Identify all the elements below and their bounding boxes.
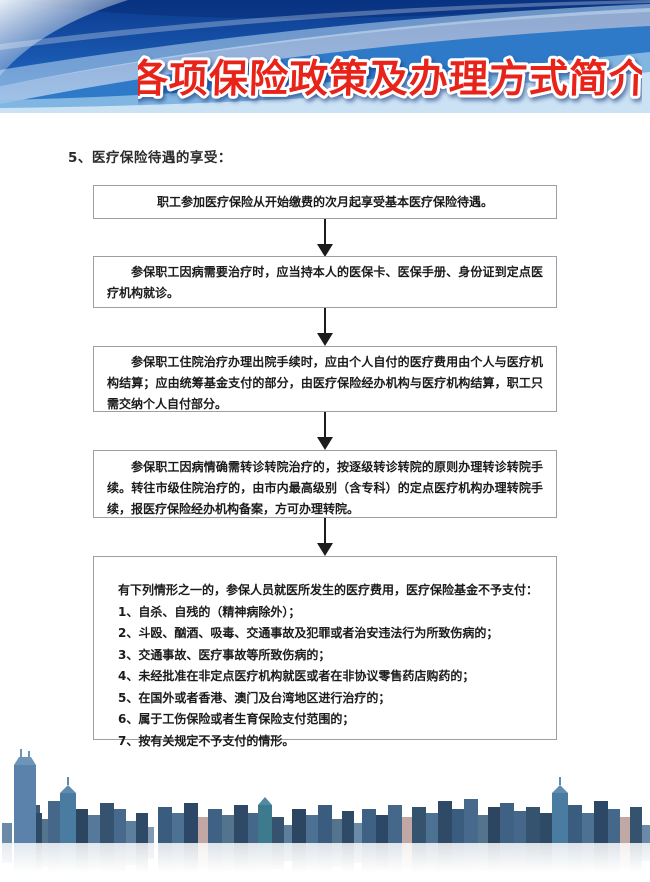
arrow-stem: [323, 518, 327, 544]
flow-step-4-text: 参保职工因病情确需转诊转院治疗的，按逐级转诊转院的原则办理转诊转院手续。转往市级…: [107, 460, 543, 516]
flow-step-3-box: 参保职工住院治疗办理出院手续时，应由个人自付的医疗费用由个人与医疗机构结算；应由…: [93, 346, 557, 412]
flow-step-2-text: 参保职工因病需要治疗时，应当持本人的医保卡、医保手册、身份证到定点医疗机构就诊。: [107, 265, 543, 300]
header-banner: 各项保险政策及办理方式简介: [0, 0, 650, 113]
exclusion-item-7: 7、按有关规定不予支付的情形。: [118, 733, 295, 748]
exclusion-item-1: 1、自杀、自残的（精神病除外）；: [118, 604, 301, 619]
arrow-stem: [323, 412, 327, 438]
flow-step-1-text: 职工参加医疗保险从开始缴费的次月起享受基本医疗保险待遇。: [156, 194, 493, 209]
exclusion-item-3: 3、交通事故、医疗事故等所致伤病的；: [118, 647, 331, 662]
arrow-head-icon: [317, 244, 333, 257]
arrow-head-icon: [317, 333, 333, 346]
page-title: 各项保险政策及办理方式简介: [138, 57, 642, 102]
flow-arrow-down-1: [317, 219, 333, 257]
poster-title-graphic: 各项保险政策及办理方式简介: [138, 54, 642, 105]
flow-arrow-down-4: [317, 518, 333, 556]
flow-arrow-down-2: [317, 308, 333, 346]
exclusion-item-6: 6、属于工伤保险或者生育保险支付范围的；: [118, 712, 355, 726]
flow-final-box-exclusions: 有下列情形之一的，参保人员就医所发生的医疗费用，医疗保险基金不予支付： 1、自杀…: [93, 556, 557, 748]
header-wave-graphic: [0, 0, 650, 113]
flow-step-1-box: 职工参加医疗保险从开始缴费的次月起享受基本医疗保险待遇。: [93, 185, 557, 219]
section-heading: 5、医疗保险待遇的享受：: [68, 150, 232, 166]
flow-step-4-box: 参保职工因病情确需转诊转院治疗的，按逐级转诊转院的原则办理转诊转院手续。转往市级…: [93, 450, 557, 518]
city-skyline-image: [0, 749, 650, 882]
exclusion-item-5: 5、在国外或者香港、澳门及台湾地区进行治疗的；: [118, 690, 391, 705]
flow-step-2-box: 参保职工因病需要治疗时，应当持本人的医保卡、医保手册、身份证到定点医疗机构就诊。: [93, 256, 557, 308]
exclusion-item-4: 4、未经批准在非定点医疗机构就医或者在非协议零售药店购药的；: [118, 669, 475, 683]
arrow-head-icon: [317, 437, 333, 450]
exclusions-intro: 有下列情形之一的，参保人员就医所发生的医疗费用，医疗保险基金不予支付：: [118, 583, 539, 597]
flow-step-3-text: 参保职工住院治疗办理出院手续时，应由个人自付的医疗费用由个人与医疗机构结算；应由…: [107, 355, 543, 411]
arrow-head-icon: [317, 543, 333, 556]
arrow-stem: [323, 308, 327, 334]
arrow-stem: [323, 219, 327, 245]
exclusion-item-2: 2、斗殴、酗酒、吸毒、交通事故及犯罪或者治安违法行为所致伤病的；: [118, 626, 499, 640]
flow-arrow-down-3: [317, 412, 333, 450]
